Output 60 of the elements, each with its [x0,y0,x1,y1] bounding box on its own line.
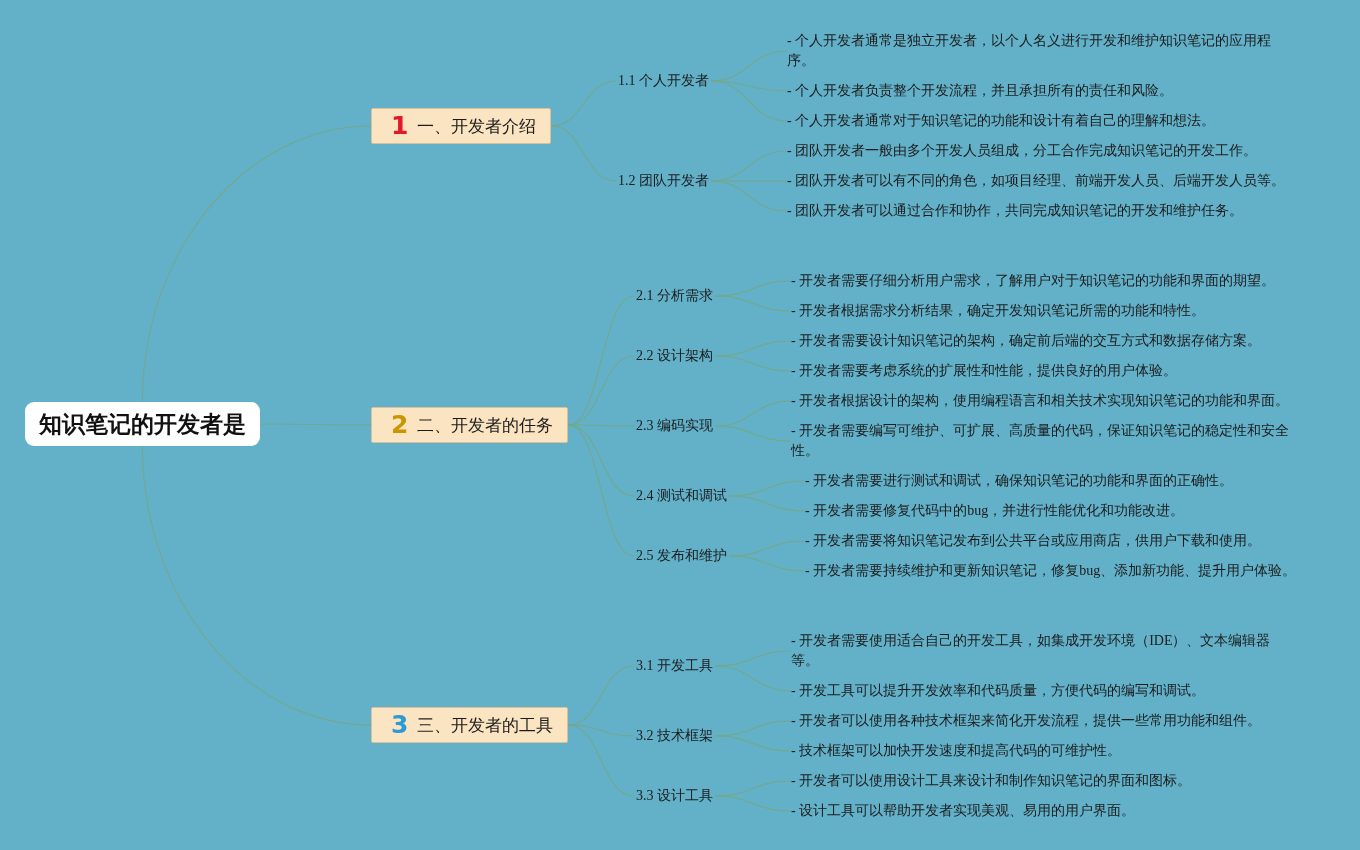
note-text: - 开发者需要持续维护和更新知识笔记，修复bug、添加新功能、提升用户体验。 [805,561,1297,581]
subtopic-label: 2.4 测试和调试 [634,486,729,506]
priority-number: 2 [391,410,409,440]
note-text: - 个人开发者负责整个开发流程，并且承担所有的责任和风险。 [787,81,1174,101]
connector-line [141,125,372,403]
note-text: - 个人开发者通常对于知识笔记的功能和设计有着自己的理解和想法。 [787,111,1216,131]
note-text: - 开发者需要仔细分析用户需求，了解用户对于知识笔记的功能和界面的期望。 [791,271,1276,291]
connector-line [259,423,372,426]
connector-line [550,125,617,182]
topic-label: 三、开发者的工具 [417,713,554,737]
note-text: - 开发者可以使用各种技术框架来简化开发流程，提供一些常用功能和组件。 [791,711,1262,731]
note-text: - 开发者需要进行测试和调试，确保知识笔记的功能和界面的正确性。 [805,471,1234,491]
connector-line [710,80,788,92]
topic-label: 二、开发者的任务 [417,413,554,437]
note-text: - 开发者需要考虑系统的扩展性和性能，提供良好的用户体验。 [791,361,1178,381]
note-text: - 设计工具可以帮助开发者实现美观、易用的用户界面。 [791,801,1136,821]
subtopic-label: 1.1 个人开发者 [616,71,711,91]
note-text: - 开发者需要将知识笔记发布到公共平台或应用商店，供用户下载和使用。 [805,531,1262,551]
topic-box [371,108,552,144]
subtopic-label: 2.2 设计架构 [634,346,715,366]
connector-line [728,495,806,512]
topic-box [371,707,569,743]
connector-line [714,295,792,312]
subtopic-label: 3.1 开发工具 [634,656,715,676]
connector-line [567,724,635,797]
connector-line [710,80,788,122]
central-topic: 知识笔记的开发者是 [25,402,260,446]
note-text: - 开发者根据设计的架构，使用编程语言和相关技术实现知识笔记的功能和界面。 [791,391,1290,411]
connector-line [714,355,792,372]
note-text: - 开发工具可以提升开发效率和代码质量，方便代码的编写和调试。 [791,681,1206,701]
note-text: - 开发者需要编写可维护、可扩展、高质量的代码，保证知识笔记的稳定性和安全性。 [791,421,1294,461]
connector-line [714,425,792,442]
note-text: - 开发者需要修复代码中的bug，并进行性能优化和功能改进。 [805,501,1185,521]
subtopic-label: 2.3 编码实现 [634,416,715,436]
connector-line [714,735,792,752]
connector-line [710,180,788,212]
connector-line [728,555,806,572]
note-text: - 个人开发者通常是独立开发者，以个人名义进行开发和维护知识笔记的应用程序。 [787,31,1281,71]
topic-box [371,407,569,443]
connector-line [550,80,617,127]
note-text: - 开发者需要设计知识笔记的架构，确定前后端的交互方式和数据存储方案。 [791,331,1262,351]
note-text: - 技术框架可以加快开发速度和提高代码的可维护性。 [791,741,1122,761]
note-text: - 团队开发者可以通过合作和协作，共同完成知识笔记的开发和维护任务。 [787,201,1244,221]
priority-number: 1 [391,111,409,141]
subtopic-label: 2.5 发布和维护 [634,546,729,566]
note-text: - 团队开发者可以有不同的角色，如项目经理、前端开发人员、后端开发人员等。 [787,171,1286,191]
subtopic-label: 2.1 分析需求 [634,286,715,306]
connector-line [714,795,792,812]
subtopic-label: 1.2 团队开发者 [616,171,711,191]
priority-number: 3 [391,710,409,740]
note-text: - 开发者可以使用设计工具来设计和制作知识笔记的界面和图标。 [791,771,1192,791]
connector-line [567,724,635,737]
note-text: - 团队开发者一般由多个开发人员组成，分工合作完成知识笔记的开发工作。 [787,141,1258,161]
subtopic-label: 3.3 设计工具 [634,786,715,806]
note-text: - 开发者根据需求分析结果，确定开发知识笔记所需的功能和特性。 [791,301,1206,321]
note-text: - 开发者需要使用适合自己的开发工具，如集成开发环境（IDE）、文本编辑器等。 [791,631,1281,671]
subtopic-label: 3.2 技术框架 [634,726,715,746]
connector-line [141,445,372,726]
connector-line [714,665,792,692]
topic-label: 一、开发者介绍 [417,114,537,138]
